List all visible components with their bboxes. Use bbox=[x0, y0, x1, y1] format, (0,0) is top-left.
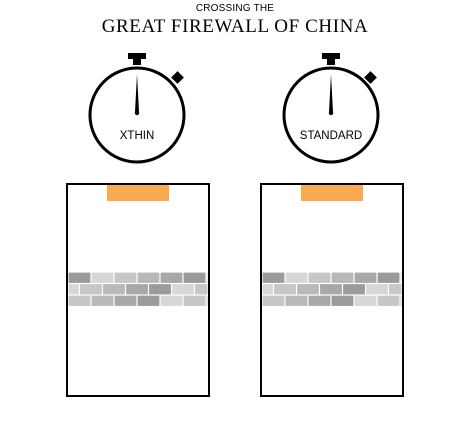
wall-brick bbox=[331, 295, 354, 306]
stopwatch-icon-xthin: XTHIN bbox=[88, 53, 186, 164]
wall-brick bbox=[103, 284, 125, 295]
wall-brick bbox=[91, 295, 114, 306]
wall-brick bbox=[172, 284, 194, 295]
wall-brick bbox=[285, 295, 308, 306]
wall-brick bbox=[91, 272, 114, 283]
wall-brick bbox=[137, 295, 160, 306]
timer-label-xthin: XTHIN bbox=[120, 130, 155, 142]
wall-brick bbox=[262, 272, 285, 283]
wall-brick bbox=[297, 284, 319, 295]
timer-label-standard: STANDARD bbox=[300, 130, 362, 142]
wall-brick bbox=[308, 295, 331, 306]
wall-brick bbox=[68, 284, 79, 295]
wall-brick bbox=[80, 284, 102, 295]
wall-brick bbox=[160, 272, 183, 283]
data-packet-xthin bbox=[107, 185, 169, 201]
stopwatch-icon-standard: STANDARD bbox=[282, 53, 380, 164]
wall-brick bbox=[262, 284, 273, 295]
wall-brick bbox=[400, 295, 402, 306]
brick-wall-icon-xthin bbox=[68, 272, 208, 306]
wall-brick bbox=[400, 272, 402, 283]
wall-brick bbox=[195, 284, 208, 295]
wall-brick bbox=[149, 284, 171, 295]
wall-brick bbox=[114, 295, 137, 306]
wall-brick bbox=[206, 295, 208, 306]
page-title: GREAT FIREWALL OF CHINA bbox=[101, 16, 369, 37]
brick-wall-icon-standard bbox=[262, 272, 402, 306]
wall-brick bbox=[206, 272, 208, 283]
wall-brick bbox=[354, 272, 377, 283]
wall-brick bbox=[262, 295, 285, 306]
header-kicker: CROSSING THE bbox=[195, 3, 275, 14]
wall-brick bbox=[285, 272, 308, 283]
wall-brick bbox=[274, 284, 296, 295]
wall-brick bbox=[183, 272, 206, 283]
wall-brick bbox=[308, 272, 331, 283]
wall-brick bbox=[68, 272, 91, 283]
wall-brick bbox=[354, 295, 377, 306]
wall-brick bbox=[183, 295, 206, 306]
wall-brick bbox=[343, 284, 365, 295]
wall-brick bbox=[160, 295, 183, 306]
wall-brick bbox=[320, 284, 342, 295]
wall-brick bbox=[68, 295, 91, 306]
wall-brick bbox=[389, 284, 402, 295]
wall-brick bbox=[137, 272, 160, 283]
wall-brick bbox=[114, 272, 137, 283]
wall-brick bbox=[377, 272, 400, 283]
wall-brick bbox=[126, 284, 148, 295]
wall-brick bbox=[366, 284, 388, 295]
wall-brick bbox=[331, 272, 354, 283]
data-packet-standard bbox=[301, 185, 363, 201]
wall-brick bbox=[377, 295, 400, 306]
